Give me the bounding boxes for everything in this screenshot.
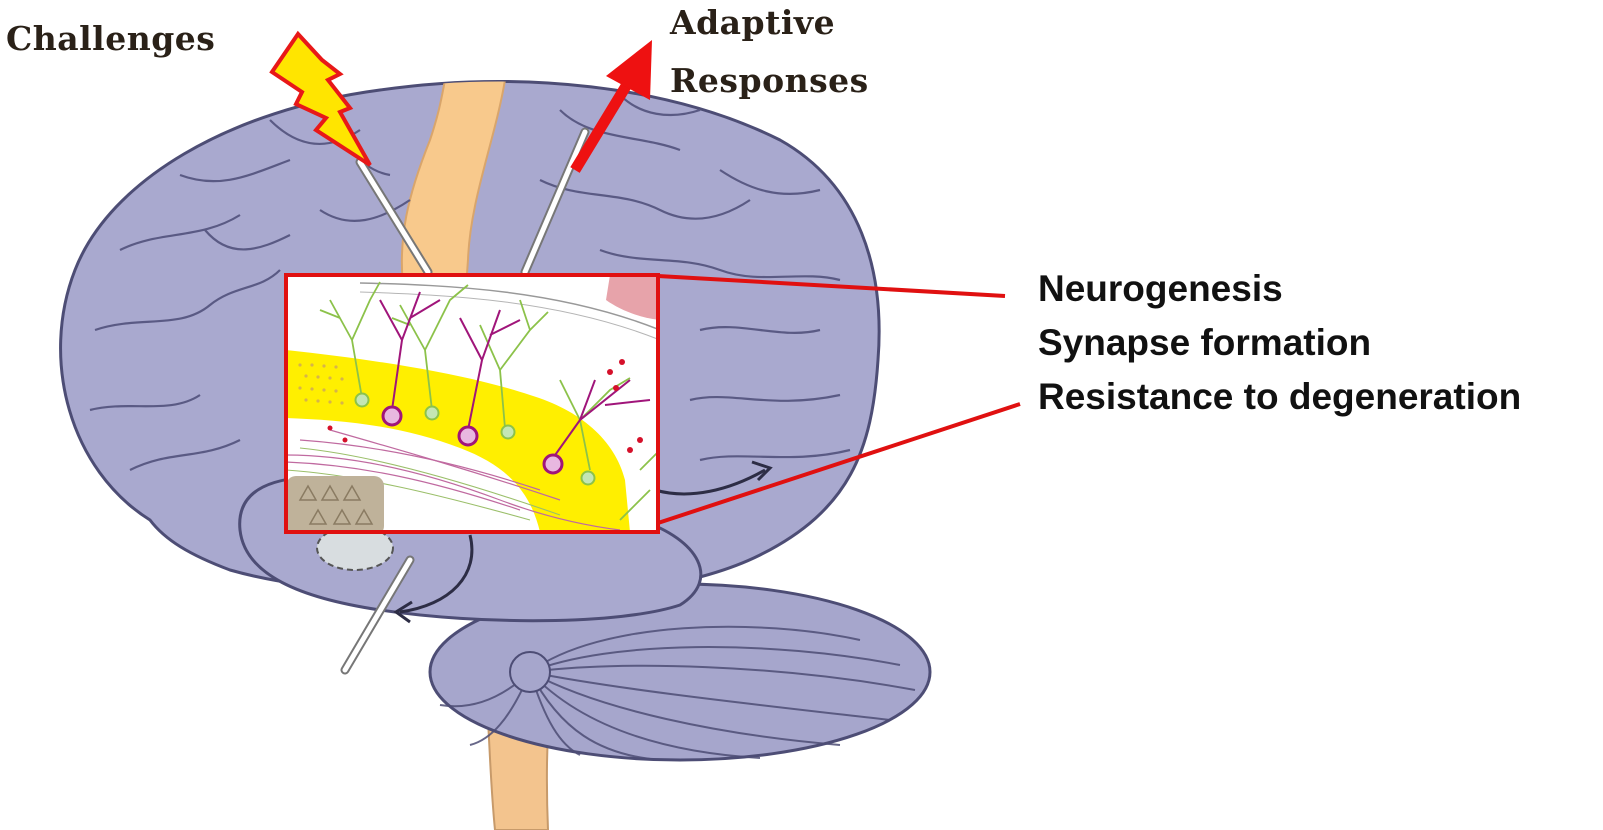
responses-label: Responses: [670, 61, 869, 100]
neuron-cell-bodies: [354, 392, 596, 486]
outcome-neurogenesis: Neurogenesis: [1038, 268, 1283, 309]
hippocampus-inset: [284, 273, 660, 534]
needle-left: [355, 157, 433, 277]
lightning-bolt-icon: [269, 30, 372, 167]
needle-right: [520, 127, 590, 277]
central-sulcus-band: [400, 81, 507, 301]
outcome-synapse-formation: Synapse formation: [1038, 322, 1372, 363]
outcome-resistance-to-degeneration: Resistance to degeneration: [1038, 376, 1522, 417]
callout-line-bottom: [657, 402, 1021, 525]
inset-frame: [284, 273, 660, 534]
outcomes-list: Neurogenesis Synapse formation Resistanc…: [1038, 262, 1521, 424]
adaptive-arrow-icon: [570, 40, 652, 173]
callout-line-top: [657, 274, 1006, 298]
adaptive-label: Adaptive: [670, 3, 836, 42]
cerebellum: [428, 582, 932, 762]
needle-lower: [340, 555, 415, 675]
challenges-label: Challenges: [6, 19, 216, 58]
cerebrum: [59, 80, 881, 624]
